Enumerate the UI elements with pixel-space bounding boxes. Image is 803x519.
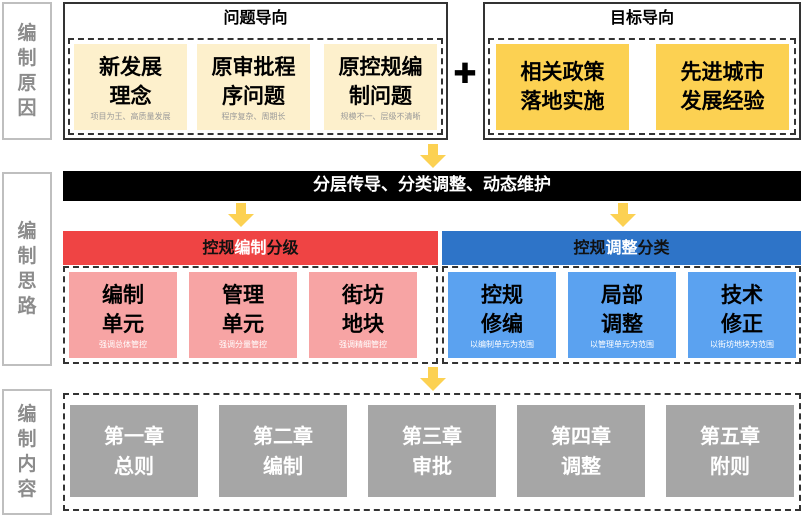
side-char: 原 <box>17 72 37 94</box>
problem-card-note: 规模不一、层级不清晰 <box>340 111 421 121</box>
side-label-approach: 编 制 思 路 <box>2 172 52 366</box>
side-char: 编 <box>17 220 37 242</box>
right-card-note: 以街坊地块为范围 <box>710 339 774 349</box>
left-card: 编制 单元 强调总体管控 <box>69 272 177 358</box>
side-char: 制 <box>17 47 37 69</box>
side-char: 内 <box>17 453 37 475</box>
left-card-note: 强调总体管控 <box>99 339 147 349</box>
side-char: 编 <box>17 22 37 44</box>
chapter-card: 第三章 审批 <box>368 405 496 497</box>
chapter-card: 第二章 编制 <box>219 405 347 497</box>
problem-card: 原审批程 序问题 程序复杂、周期长 <box>197 44 310 130</box>
left-card-title: 编制 单元 <box>102 282 144 336</box>
left-group-title-c: 分级 <box>266 238 299 257</box>
problem-card-title: 原控规编 制问题 <box>338 54 423 108</box>
side-char: 思 <box>17 270 37 292</box>
side-char: 容 <box>17 478 37 500</box>
goal-card: 相关政策 落地实施 <box>496 44 629 130</box>
right-card-title: 局部 调整 <box>601 282 643 336</box>
right-card: 控规 修编 以编制单元为范围 <box>448 272 556 358</box>
chapters-frame <box>63 393 801 511</box>
problem-card: 原控规编 制问题 规模不一、层级不清晰 <box>324 44 437 130</box>
chapter-card: 第四章 调整 <box>517 405 645 497</box>
goal-card-title: 先进城市 发展经验 <box>680 60 765 113</box>
problem-card-title: 新发展 理念 <box>99 54 162 108</box>
left-card-title: 街坊 地块 <box>342 282 384 336</box>
left-card: 管理 单元 强调分量管控 <box>189 272 297 358</box>
left-group-title-a: 控规 <box>202 238 235 257</box>
side-char: 编 <box>17 403 37 425</box>
strategy-banner: 分层传导、分类调整、动态维护 <box>63 171 801 201</box>
right-card-note: 以编制单元为范围 <box>470 339 534 349</box>
chapter-title: 第五章 附则 <box>700 424 760 478</box>
problem-panel-title: 问题导向 <box>223 8 288 27</box>
goal-cards-frame <box>488 38 796 135</box>
problem-card: 新发展 理念 项目为王、高质量发展 <box>74 44 187 130</box>
side-char: 制 <box>17 428 37 450</box>
left-card-title: 管理 单元 <box>222 282 264 336</box>
right-group-title-b: 调整 <box>605 238 638 257</box>
right-card-title: 控规 修编 <box>481 282 523 336</box>
right-group-header: 控规调整分类 <box>442 231 801 265</box>
down-arrow-icon <box>420 144 446 168</box>
chapter-card: 第五章 附则 <box>666 405 794 497</box>
left-group-title-b: 编制 <box>234 238 267 257</box>
plus-icon: ✚ <box>453 57 477 90</box>
chapter-title: 第三章 审批 <box>402 424 462 478</box>
chapter-card: 第一章 总则 <box>70 405 198 497</box>
chapter-title: 第一章 总则 <box>104 424 164 478</box>
right-card: 技术 修正 以街坊地块为范围 <box>688 272 796 358</box>
side-char: 制 <box>17 245 37 267</box>
problem-card-note: 程序复杂、周期长 <box>221 111 286 121</box>
side-label-content: 编 制 内 容 <box>2 389 52 515</box>
left-group-header: 控规编制分级 <box>63 231 438 265</box>
goal-card: 先进城市 发展经验 <box>656 44 789 130</box>
down-arrow-icon <box>610 203 636 227</box>
right-group-frame <box>442 266 801 364</box>
chapter-title: 第二章 编制 <box>253 424 313 478</box>
down-arrow-icon <box>420 367 446 391</box>
side-char: 因 <box>17 97 37 119</box>
goal-panel-title: 目标导向 <box>609 8 674 27</box>
right-card-note: 以管理单元为范围 <box>590 339 654 349</box>
side-char: 路 <box>17 295 37 317</box>
goal-card-title: 相关政策 落地实施 <box>520 60 605 113</box>
right-group-title-c: 分类 <box>637 238 670 257</box>
problem-cards-frame <box>68 38 443 135</box>
left-card-note: 强调分量管控 <box>219 339 267 349</box>
chapter-title: 第四章 调整 <box>551 424 611 478</box>
right-card-title: 技术 修正 <box>721 282 763 336</box>
left-card-note: 强调精细管控 <box>339 339 387 349</box>
left-card: 街坊 地块 强调精细管控 <box>309 272 417 358</box>
right-card: 局部 调整 以管理单元为范围 <box>568 272 676 358</box>
right-group-title-a: 控规 <box>573 238 606 257</box>
left-group-frame <box>63 266 438 364</box>
down-arrow-icon <box>228 203 254 227</box>
side-label-reason: 编 制 原 因 <box>2 2 52 140</box>
problem-card-note: 项目为王、高质量发展 <box>90 111 171 121</box>
problem-card-title: 原审批程 序问题 <box>211 54 296 108</box>
